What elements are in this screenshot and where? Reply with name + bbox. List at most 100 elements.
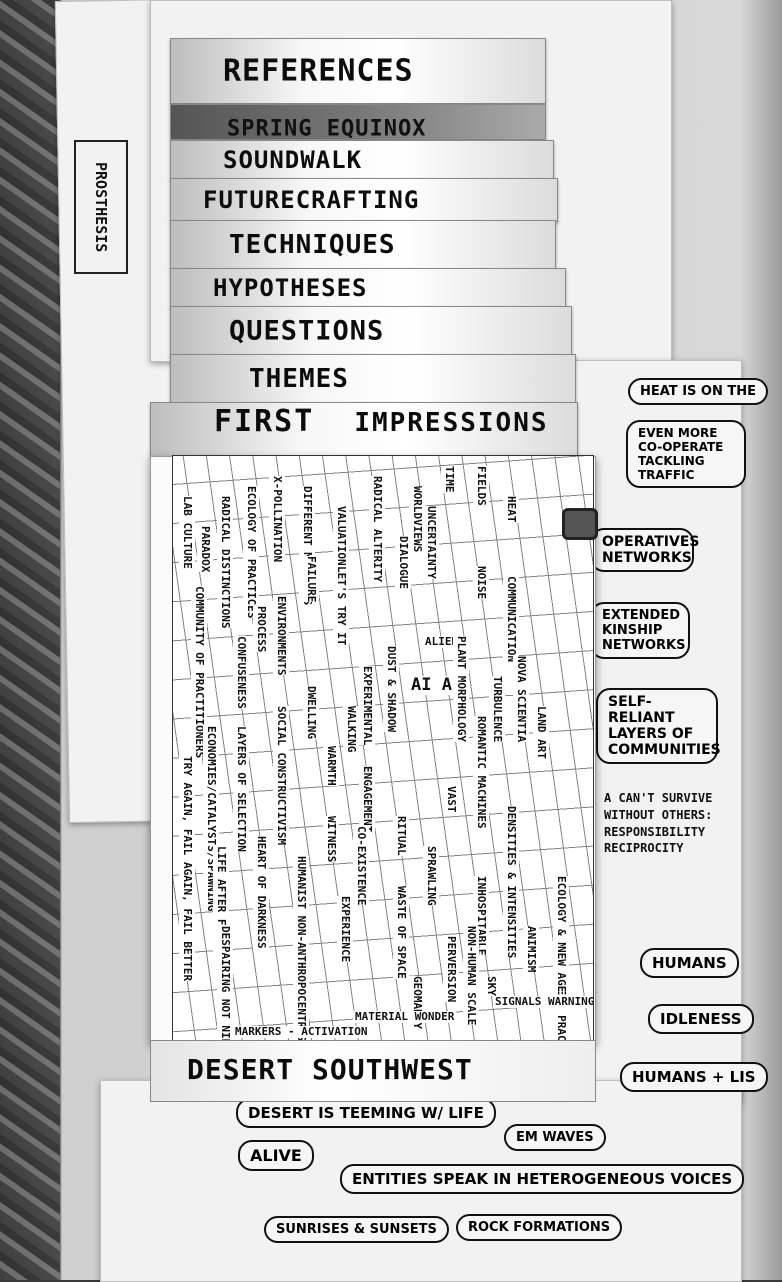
word-map-term: LAYERS OF SELECTION bbox=[233, 726, 250, 852]
word-map-term: UNCERTAINTY bbox=[423, 506, 440, 579]
word-map-term: VAST bbox=[443, 786, 460, 813]
note-operatives: OPERATIVES NETWORKS bbox=[590, 528, 700, 572]
note-cant-survive: A CAN'T SURVIVE WITHOUT OTHERS: RESPONSI… bbox=[604, 790, 722, 857]
footer-label: DESERT SOUTHWEST bbox=[187, 1053, 473, 1086]
note-heat: HEAT IS ON THE bbox=[628, 378, 769, 405]
word-map-term: TRY AGAIN, FAIL AGAIN, FAIL BETTER bbox=[179, 756, 196, 982]
word-map-term: EXPERIMENTAL bbox=[359, 666, 376, 746]
word-map-term: HEART OF DARKNESS bbox=[253, 836, 270, 949]
note-kinship-text: EXTENDED KINSHIP NETWORKS bbox=[602, 608, 686, 653]
word-map-term: WASTE OF SPACE bbox=[393, 886, 410, 979]
word-map-term: RADICAL DISTINCTIONS bbox=[217, 496, 234, 629]
tab-hypotheses[interactable]: HYPOTHESES bbox=[170, 268, 566, 308]
word-map-term: CO-EXISTENCE bbox=[353, 826, 370, 906]
tab-questions[interactable]: QUESTIONS bbox=[170, 306, 572, 356]
word-map-term: EXPERIENCE bbox=[337, 896, 354, 963]
note-rock-text: ROCK FORMATIONS bbox=[468, 1220, 611, 1235]
word-map-term: RADICAL ALTERITY bbox=[369, 476, 386, 582]
word-map-term: DIALOGUE bbox=[395, 536, 412, 589]
tab-hypotheses-label: HYPOTHESES bbox=[213, 274, 368, 302]
word-map-term: ENGAGEMENT bbox=[359, 766, 376, 833]
note-kinship: EXTENDED KINSHIP NETWORKS bbox=[590, 602, 690, 659]
tab-references[interactable]: REFERENCES bbox=[170, 38, 546, 104]
word-map-term: WITNESS bbox=[323, 816, 340, 863]
tab-spring-equinox[interactable]: SPRING EQUINOX bbox=[170, 104, 546, 142]
note-entities: ENTITIES SPEAK IN HETEROGENEOUS VOICES bbox=[340, 1164, 745, 1194]
tab-techniques-label: TECHNIQUES bbox=[229, 230, 396, 260]
word-map-term: SKY bbox=[483, 976, 500, 996]
binder-clip bbox=[562, 508, 598, 540]
note-em-waves: EM WAVES bbox=[504, 1124, 606, 1151]
word-map-term: COMMUNICATION bbox=[503, 576, 520, 663]
sheet-title-word-1: FIRST bbox=[214, 404, 315, 439]
note-self-reliant-text: SELF-RELIANT LAYERS OF COMMUNITIES bbox=[608, 694, 721, 758]
word-map-term: PERVERSION bbox=[443, 936, 460, 1003]
word-map-term: SPRAWLING bbox=[423, 846, 440, 906]
tab-soundwalk-label: SOUNDWALK bbox=[223, 146, 363, 174]
note-alive: ALIVE bbox=[238, 1140, 314, 1171]
word-map-term: VALUATION bbox=[333, 506, 350, 566]
word-map-term: ECOLOGY OF PRACTICES bbox=[243, 486, 260, 619]
word-map-term: PARADOX bbox=[197, 526, 214, 573]
note-humans-lis: HUMANS + LIS bbox=[620, 1062, 768, 1092]
footer-tab[interactable]: DESERT SOUTHWEST bbox=[150, 1040, 596, 1102]
note-co-operate-text: EVEN MORE CO-OPERATE TACKLING TRAFFIC bbox=[638, 426, 724, 482]
note-heat-text: HEAT IS ON THE bbox=[640, 384, 757, 399]
word-map-term: PROCESS bbox=[253, 606, 270, 653]
word-map-term: ROMANTIC MACHINES bbox=[473, 716, 490, 829]
tab-techniques[interactable]: TECHNIQUES bbox=[170, 220, 556, 270]
word-map-term: MATERIAL WONDER bbox=[353, 1010, 457, 1024]
word-map-term: DWELLING bbox=[303, 686, 320, 739]
note-em-waves-text: EM WAVES bbox=[516, 1130, 594, 1145]
tab-futurecrafting[interactable]: FUTURECRAFTING bbox=[170, 178, 558, 222]
word-map-term: MARKERS - ACTIVATION bbox=[233, 1025, 370, 1039]
note-idleness-text: IDLENESS bbox=[660, 1010, 742, 1028]
note-operatives-text: OPERATIVES NETWORKS bbox=[602, 534, 700, 566]
tab-references-label: REFERENCES bbox=[223, 53, 414, 89]
word-map-term: CONFUSENESS bbox=[233, 636, 250, 709]
word-map-term: X-POLLINATION bbox=[269, 476, 286, 563]
word-map-term: WORLDVIEWS bbox=[409, 486, 426, 553]
word-map-term: PLANT MORPHOLOGY bbox=[453, 636, 470, 742]
tab-soundwalk[interactable]: SOUNDWALK bbox=[170, 140, 554, 180]
note-rock: ROCK FORMATIONS bbox=[456, 1214, 623, 1241]
note-entities-text: ENTITIES SPEAK IN HETEROGENEOUS VOICES bbox=[352, 1170, 733, 1188]
word-map-term: FAILURE bbox=[303, 556, 320, 603]
word-map-term: NOVA SCIENTIA bbox=[513, 656, 530, 743]
word-map-term: COMMUNITY OF PRACTITIONERS bbox=[191, 586, 208, 759]
word-map-term: RITUAL bbox=[393, 816, 410, 856]
word-map-term: DUST & SHADOW bbox=[383, 646, 400, 733]
word-map-term: WALKING bbox=[343, 706, 360, 753]
word-map-term: NEW AGE bbox=[553, 946, 570, 993]
note-humans-lis-text: HUMANS + LIS bbox=[632, 1068, 756, 1086]
woven-rug bbox=[0, 0, 60, 1280]
note-prosthesis-text: PROSTHESIS bbox=[92, 161, 110, 253]
word-map-term: TURBULENCE bbox=[489, 676, 506, 743]
word-map-term: NOISE bbox=[473, 566, 490, 600]
word-map-term: ALIEN bbox=[423, 635, 461, 649]
word-map-term: LAB CULTURE bbox=[179, 496, 196, 569]
note-co-operate: EVEN MORE CO-OPERATE TACKLING TRAFFIC bbox=[626, 420, 746, 488]
note-idleness: IDLENESS bbox=[648, 1004, 754, 1034]
note-cant-survive-text: A CAN'T SURVIVE WITHOUT OTHERS: RESPONSI… bbox=[604, 791, 713, 856]
tab-questions-label: QUESTIONS bbox=[229, 315, 385, 347]
note-humans: HUMANS bbox=[640, 948, 739, 978]
tab-first-impressions[interactable] bbox=[150, 402, 578, 458]
note-sunrises: SUNRISES & SUNSETS bbox=[264, 1216, 449, 1243]
word-map-term: LAND ART bbox=[533, 706, 550, 759]
word-map-term: SOCIAL CONSTRUCTIVISM bbox=[273, 706, 290, 846]
tab-themes[interactable]: THEMES bbox=[170, 354, 576, 404]
word-map-term: ENVIRONMENTS bbox=[273, 596, 290, 676]
note-self-reliant: SELF-RELIANT LAYERS OF COMMUNITIES bbox=[596, 688, 721, 764]
note-humans-text: HUMANS bbox=[652, 954, 727, 972]
sheet-title-word-2: IMPRESSIONS bbox=[354, 408, 549, 438]
word-map-term: AI AI bbox=[409, 675, 465, 695]
tab-spring-equinox-label: SPRING EQUINOX bbox=[227, 116, 427, 142]
tab-themes-label: THEMES bbox=[249, 364, 349, 394]
word-map-term: HUMANIST NON-ANTHROPOCENTRISM bbox=[293, 856, 310, 1041]
word-map-term: FIELDS bbox=[473, 466, 490, 506]
word-map-term: TIME bbox=[441, 466, 458, 493]
word-map-term: ANIMISM bbox=[523, 926, 540, 973]
tab-futurecrafting-label: FUTURECRAFTING bbox=[203, 186, 420, 214]
